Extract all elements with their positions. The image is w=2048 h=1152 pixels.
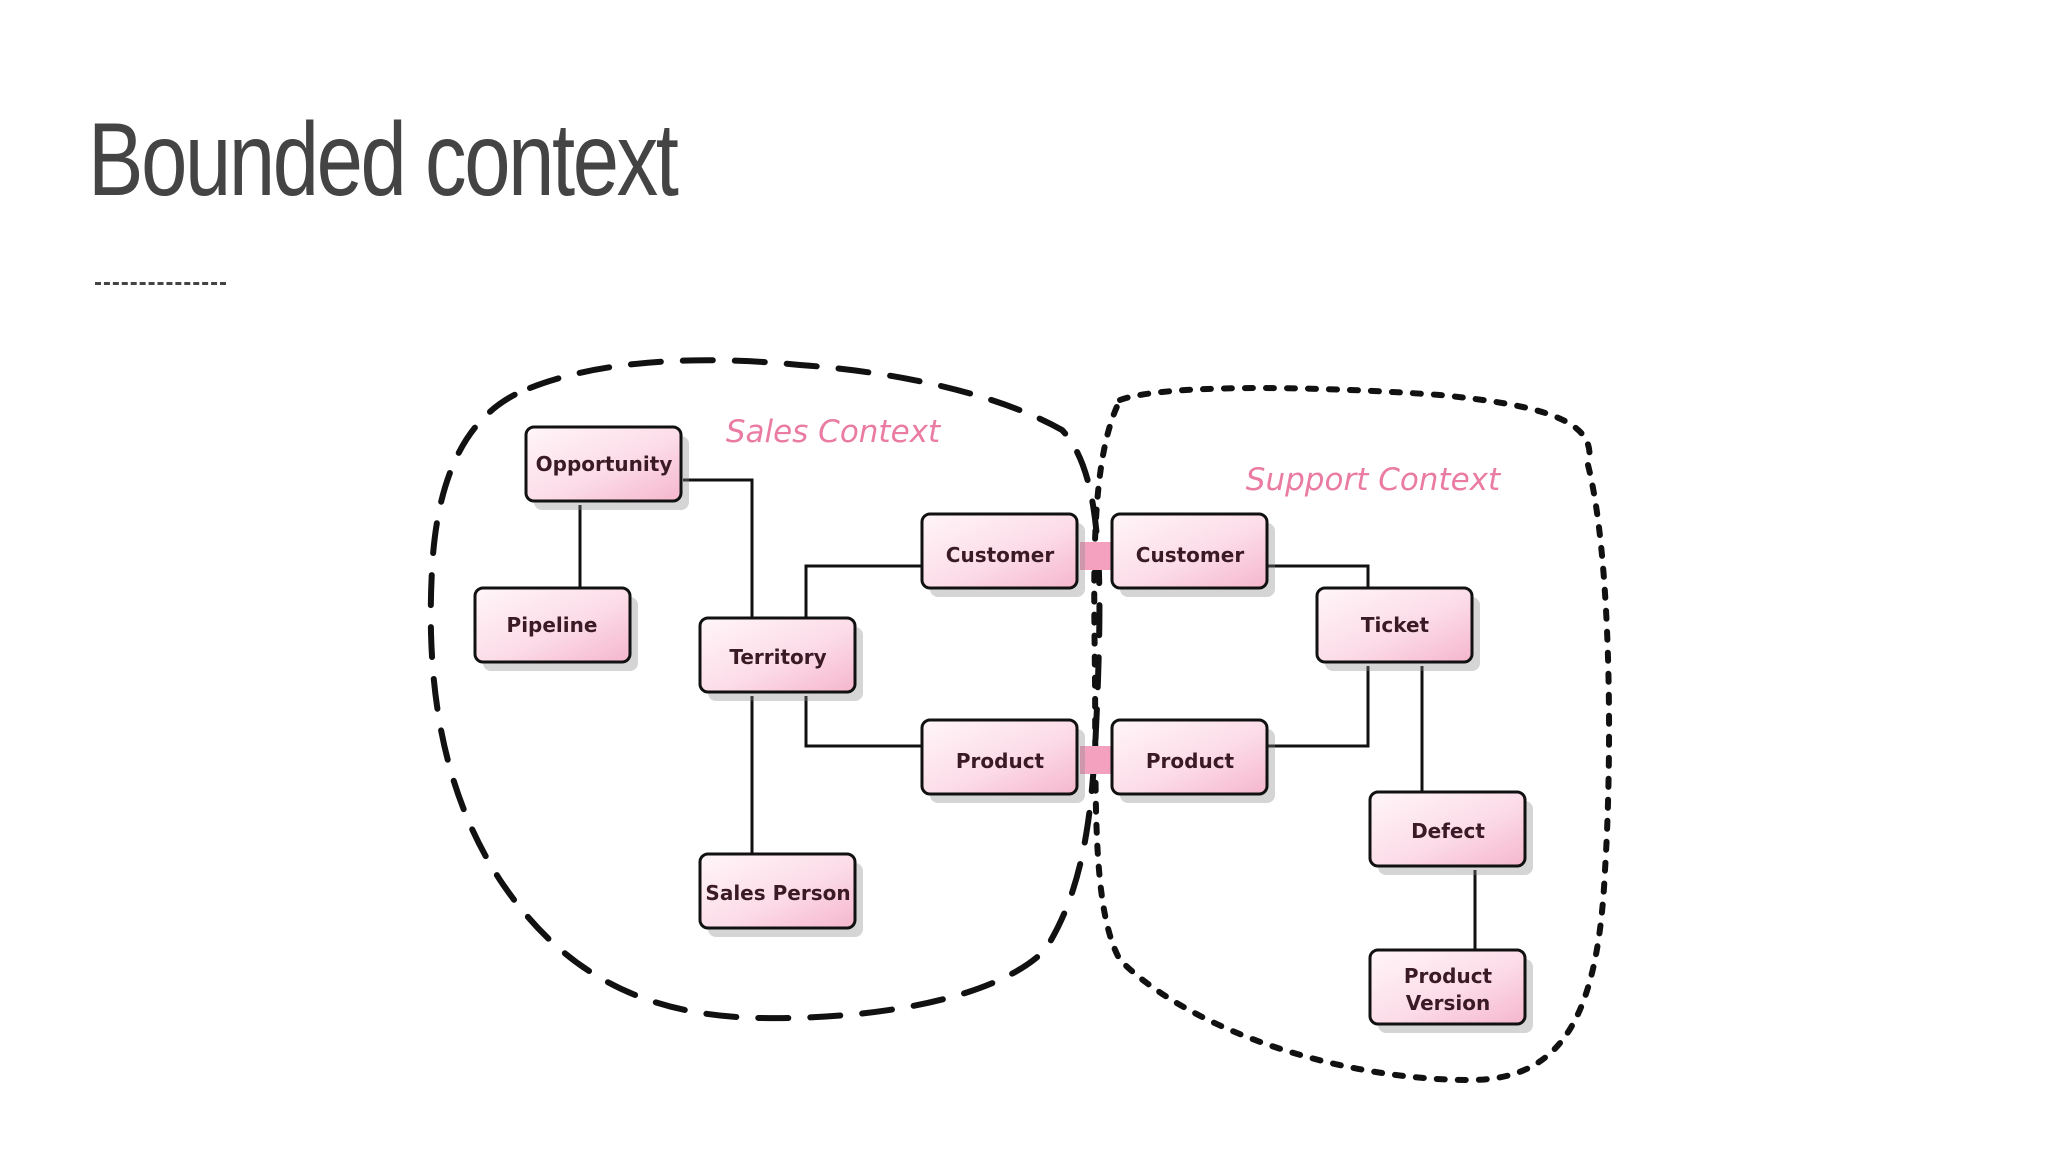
entity-label: Product — [1146, 749, 1235, 773]
sales-context-boundary — [427, 357, 1103, 1022]
entity-label: Product — [956, 749, 1045, 773]
page-title: Bounded context — [88, 102, 679, 218]
entity-sales-product: Product — [920, 718, 1085, 803]
product-context-bridge — [1080, 746, 1112, 774]
entity-opportunity: Opportunity — [524, 425, 689, 510]
entity-ticket: Ticket — [1315, 586, 1480, 671]
entity-pipeline: Pipeline — [473, 586, 638, 671]
entity-label: Ticket — [1361, 613, 1430, 637]
entity-label-line1: Product — [1404, 964, 1493, 988]
entity-sales-customer: Customer — [920, 512, 1085, 597]
title-divider — [95, 282, 226, 285]
entity-label: Pipeline — [507, 613, 598, 637]
entity-label: Customer — [1136, 543, 1245, 567]
entity-label-line2: Version — [1406, 991, 1491, 1015]
entity-sales-person: Sales Person — [698, 852, 863, 937]
entity-support-customer: Customer — [1110, 512, 1275, 597]
sales-context-label: Sales Context — [726, 414, 942, 450]
support-context-label: Support Context — [1246, 462, 1502, 498]
entity-label: Sales Person — [705, 881, 850, 905]
customer-context-bridge — [1080, 542, 1112, 570]
entity-label: Customer — [946, 543, 1055, 567]
connectors — [578, 478, 1477, 950]
entity-product-version: Product Version — [1368, 948, 1533, 1033]
connector-opportunity-territory — [683, 478, 754, 618]
entity-label: Opportunity — [536, 452, 673, 476]
entity-label: Territory — [729, 645, 826, 669]
connector-product-ticket — [1268, 666, 1370, 748]
entity-label: Defect — [1411, 819, 1485, 843]
entity-territory: Territory — [698, 616, 863, 701]
connector-territory-product — [804, 696, 922, 748]
connector-customer-ticket — [1268, 564, 1370, 588]
entity-defect: Defect — [1368, 790, 1533, 875]
entity-support-product: Product — [1110, 718, 1275, 803]
connector-territory-customer — [804, 564, 922, 618]
